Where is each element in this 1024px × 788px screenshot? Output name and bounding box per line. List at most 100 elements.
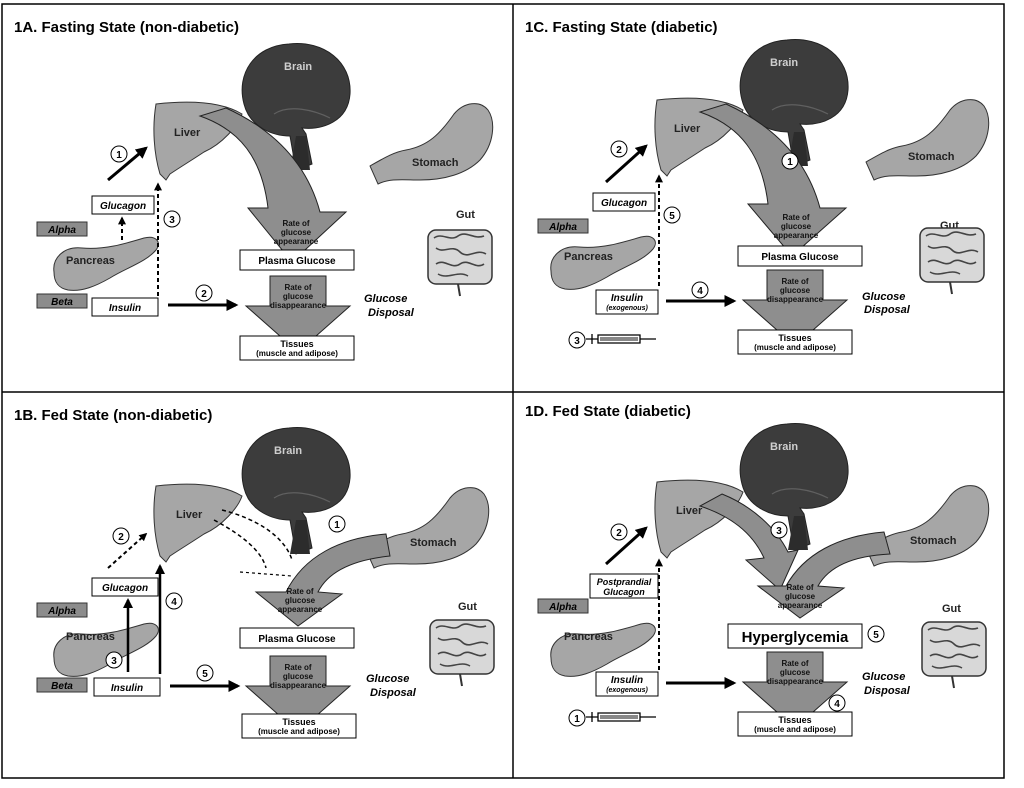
step-marker: 5 (669, 211, 675, 222)
plasma-glucose-box: Plasma Glucose (258, 256, 336, 267)
panel-1b: 1B. Fed State (non-diabetic) Brain Liver… (14, 407, 495, 739)
svg-text:Rate of: Rate of (786, 583, 813, 592)
svg-text:appearance: appearance (774, 231, 819, 240)
gut-label: Gut (942, 603, 961, 615)
insulin-box: Insulin (611, 675, 643, 686)
glucagon-box: Glucagon (100, 201, 146, 212)
step-marker: 2 (118, 532, 124, 543)
svg-text:Rate of: Rate of (782, 213, 809, 222)
step-marker: 4 (697, 286, 703, 297)
liver-label: Liver (174, 127, 201, 139)
brain-label: Brain (284, 61, 312, 73)
svg-text:Disposal: Disposal (370, 687, 417, 699)
step-marker: 2 (616, 145, 622, 156)
plasma-glucose-box: Plasma Glucose (761, 252, 839, 263)
panel-title: 1A. Fasting State (non-diabetic) (14, 19, 239, 36)
alpha-cell-label: Alpha (548, 222, 577, 233)
svg-text:glucose: glucose (283, 672, 314, 681)
svg-text:disappearance: disappearance (767, 677, 824, 686)
svg-text:appearance: appearance (778, 601, 823, 610)
svg-text:Rate of: Rate of (286, 587, 313, 596)
gut-label: Gut (458, 601, 477, 613)
svg-text:appearance: appearance (278, 605, 323, 614)
alpha-cell-label: Alpha (47, 225, 76, 236)
pancreas-label: Pancreas (66, 255, 115, 267)
svg-text:appearance: appearance (274, 237, 319, 246)
alpha-cell-label: Alpha (47, 606, 76, 617)
svg-text:glucose: glucose (780, 286, 811, 295)
glucose-disposal-label: Glucose (366, 673, 409, 685)
syringe-icon (585, 333, 657, 345)
svg-text:Rate of: Rate of (284, 283, 311, 292)
pancreas-label: Pancreas (564, 251, 613, 263)
figure-frame (1, 3, 1005, 779)
step-marker: 4 (171, 597, 177, 608)
glucagon-box: Glucagon (102, 583, 148, 594)
step-marker: 3 (169, 215, 175, 226)
step-marker: 1 (334, 520, 340, 531)
svg-text:Disposal: Disposal (864, 304, 911, 316)
svg-text:glucose: glucose (781, 222, 812, 231)
step-marker: 1 (116, 150, 122, 161)
gut-organ (921, 621, 987, 689)
step-marker: 2 (616, 528, 622, 539)
svg-text:glucose: glucose (281, 228, 312, 237)
brain-label: Brain (770, 441, 798, 453)
svg-text:Rate of: Rate of (781, 659, 808, 668)
step-marker: 4 (834, 699, 840, 710)
svg-text:glucose: glucose (285, 596, 316, 605)
glucose-disposal-label: Glucose (862, 291, 905, 303)
stomach-label: Stomach (908, 151, 955, 163)
liver-organ (153, 483, 243, 563)
insulin-box: Insulin (109, 303, 141, 314)
liver-label: Liver (674, 123, 701, 135)
stomach-label: Stomach (910, 535, 957, 547)
step-marker: 1 (574, 714, 580, 725)
svg-text:Rate of: Rate of (282, 219, 309, 228)
step-marker: 3 (776, 526, 782, 537)
gut-organ (427, 229, 493, 297)
svg-text:(exogenous): (exogenous) (606, 305, 648, 312)
panel-title: 1C. Fasting State (diabetic) (525, 19, 718, 36)
syringe-icon (585, 711, 657, 723)
svg-text:Glucagon: Glucagon (603, 587, 645, 597)
tissues-box: Tissues (778, 333, 811, 343)
svg-text:disappearance: disappearance (270, 301, 327, 310)
stomach-label: Stomach (410, 537, 457, 549)
alpha-cell-label: Alpha (548, 602, 577, 613)
stomach-label: Stomach (412, 157, 459, 169)
step-marker: 2 (201, 289, 207, 300)
step-marker: 3 (111, 656, 117, 667)
svg-text:(muscle and adipose): (muscle and adipose) (754, 725, 836, 734)
step-marker: 1 (787, 157, 793, 168)
glucose-disposal-label: Glucose (364, 293, 407, 305)
tissues-box: Tissues (280, 339, 313, 349)
insulin-box: Insulin (111, 683, 143, 694)
glucose-disposal-label: Glucose (862, 671, 905, 683)
panel-1a: 1A. Fasting State (non-diabetic) Brain L… (14, 19, 494, 361)
svg-text:disappearance: disappearance (270, 681, 327, 690)
liver-label: Liver (176, 509, 203, 521)
panel-title: 1D. Fed State (diabetic) (525, 403, 691, 420)
svg-text:(muscle and adipose): (muscle and adipose) (754, 343, 836, 352)
hyperglycemia-box: Hyperglycemia (742, 629, 849, 646)
svg-text:Disposal: Disposal (864, 685, 911, 697)
svg-text:glucose: glucose (780, 668, 811, 677)
svg-text:Rate of: Rate of (284, 663, 311, 672)
svg-text:(muscle and adipose): (muscle and adipose) (258, 727, 340, 736)
glucagon-box: Glucagon (601, 198, 647, 209)
panel-1d: 1D. Fed State (diabetic) Brain Liver Sto… (525, 403, 990, 737)
brain-label: Brain (274, 445, 302, 457)
svg-text:glucose: glucose (283, 292, 314, 301)
svg-text:(muscle and adipose): (muscle and adipose) (256, 349, 338, 358)
panel-title: 1B. Fed State (non-diabetic) (14, 407, 212, 424)
tissues-box: Tissues (778, 715, 811, 725)
gut-organ (429, 619, 495, 687)
brain-label: Brain (770, 57, 798, 69)
beta-cell-label: Beta (51, 297, 73, 308)
svg-text:glucose: glucose (785, 592, 816, 601)
step-marker: 3 (574, 336, 580, 347)
gut-organ (919, 227, 985, 295)
pancreas-label: Pancreas (564, 631, 613, 643)
